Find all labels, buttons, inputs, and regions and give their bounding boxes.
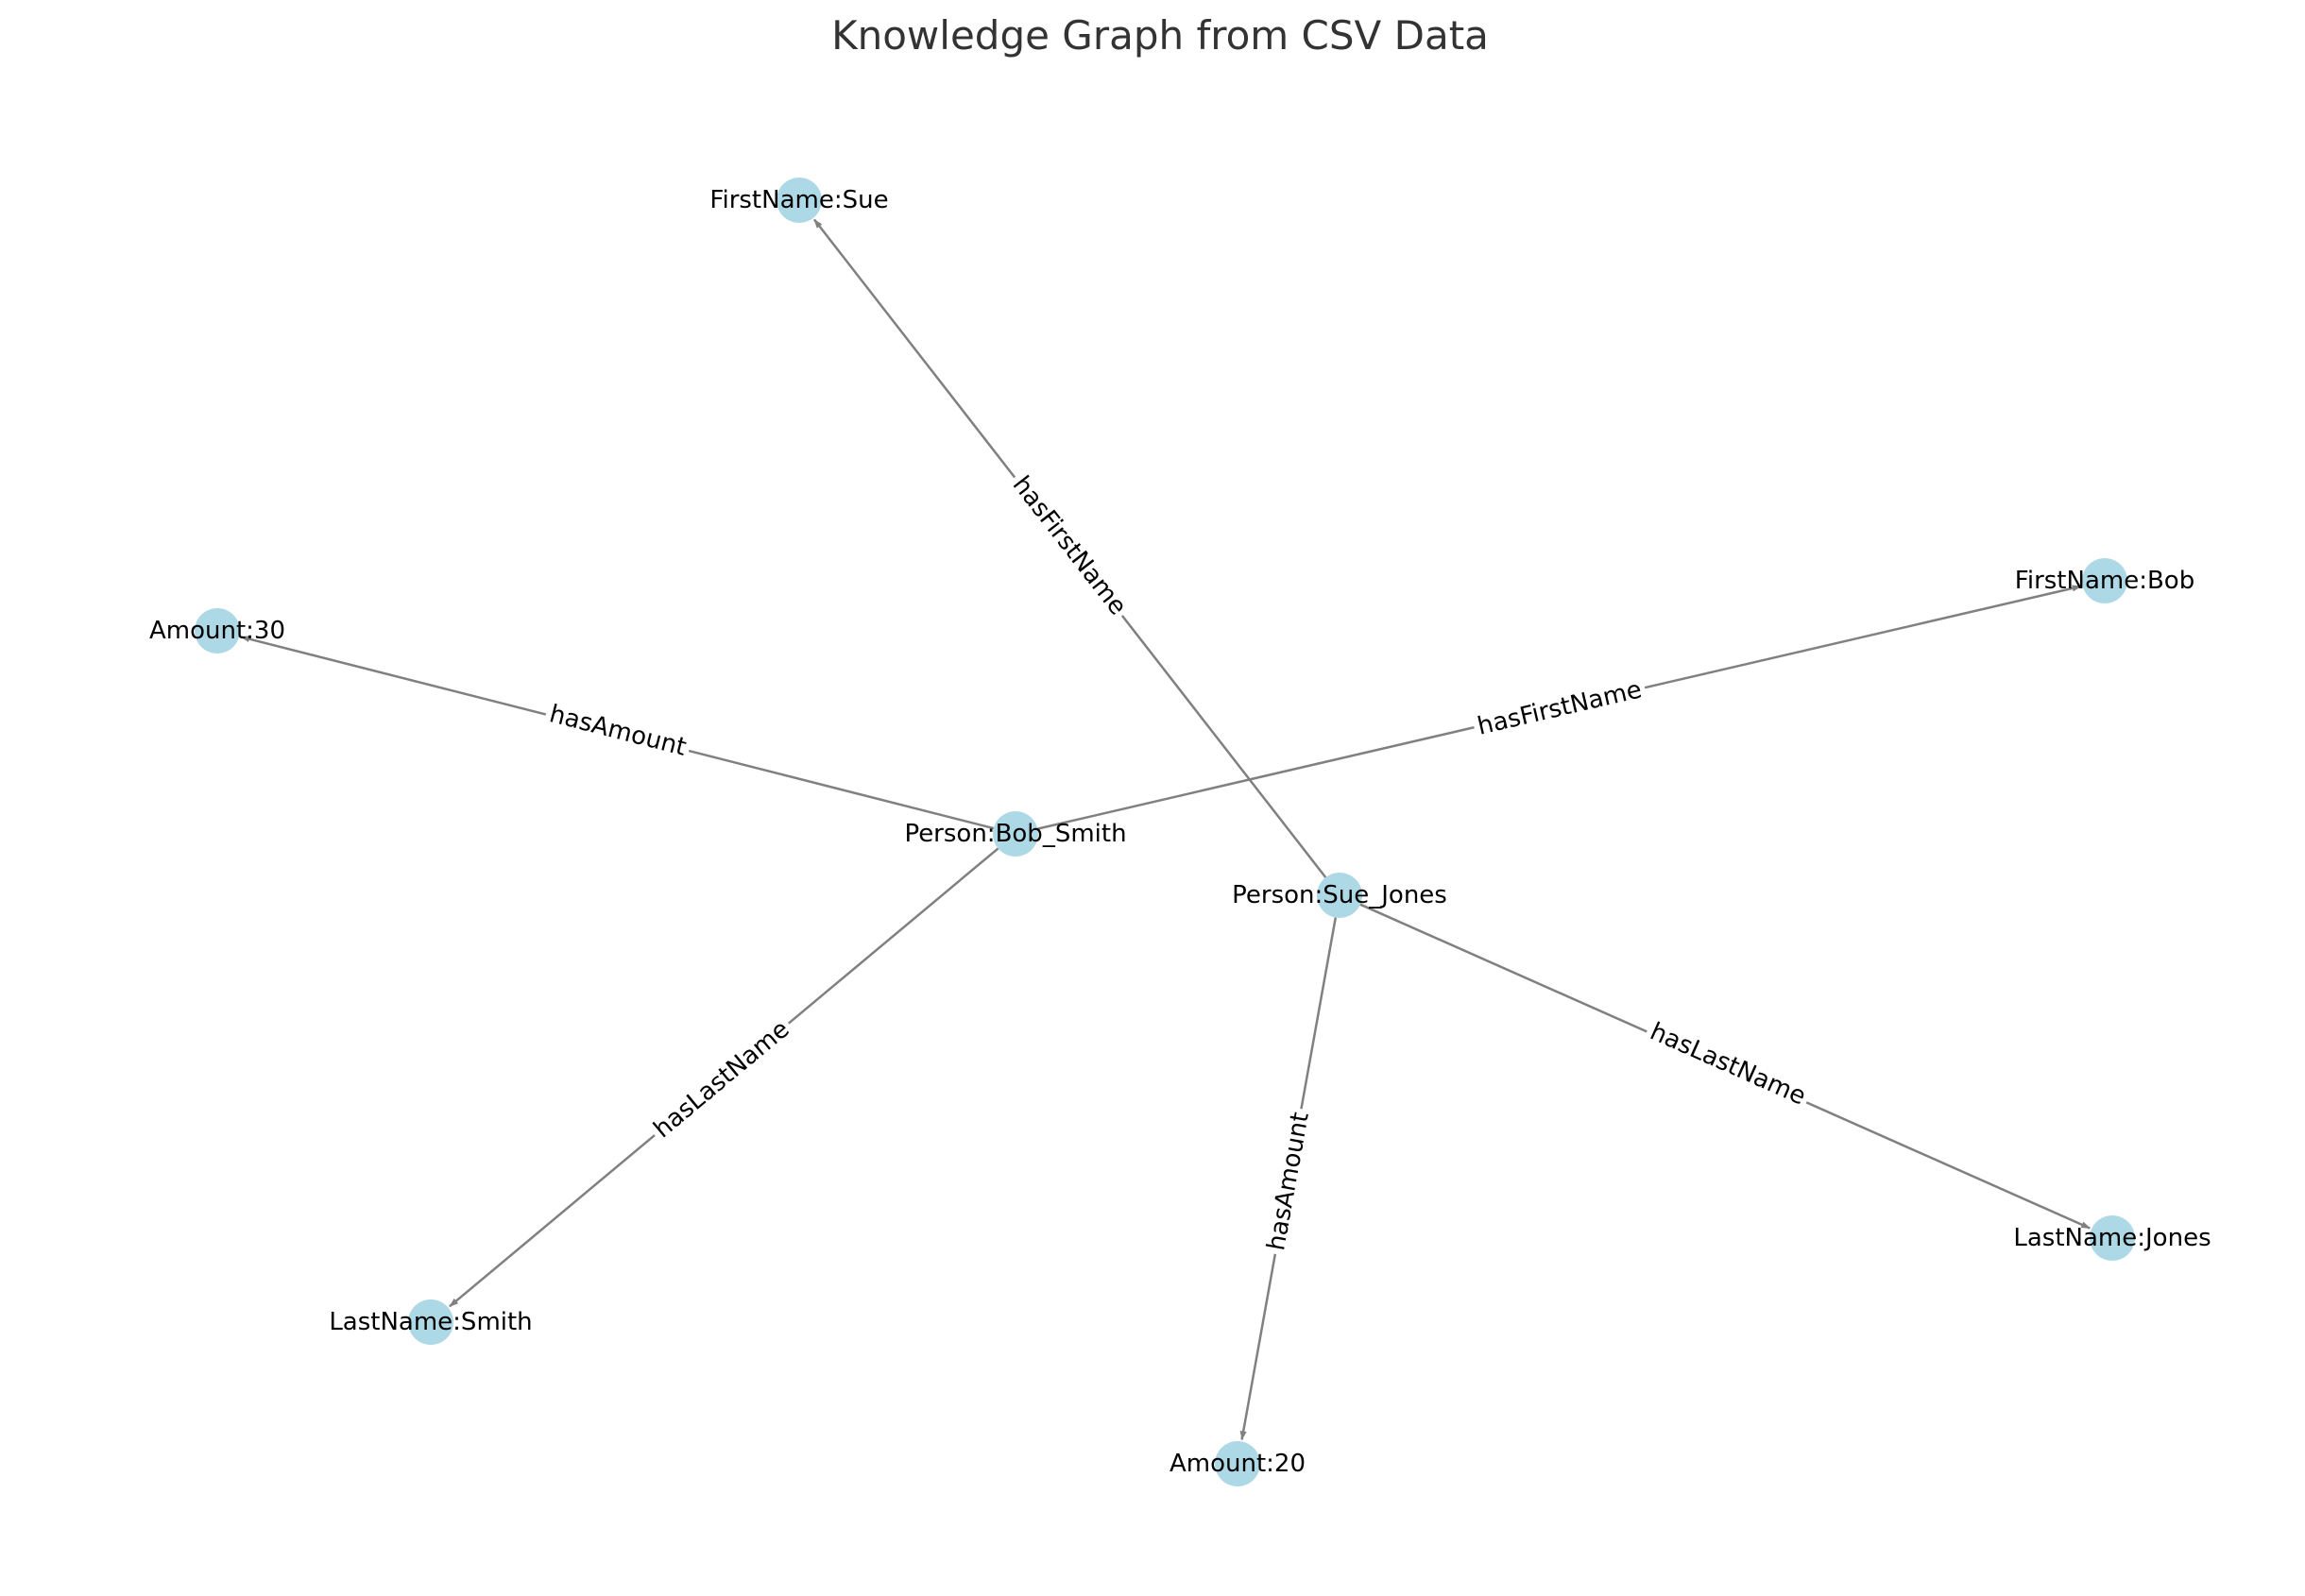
node-label-person-bob-smith: Person:Bob_Smith xyxy=(904,820,1126,848)
node-firstname-bob xyxy=(2082,558,2127,603)
edge-label-hasfirstname: hasFirstName xyxy=(1475,675,1645,740)
edge-label-group: hasFirstName xyxy=(1002,467,1136,625)
edge-label-group: hasAmount xyxy=(1259,1106,1318,1257)
node-lastname-jones xyxy=(2090,1215,2135,1261)
node-amount-20 xyxy=(1215,1441,1260,1486)
edge-label-background xyxy=(542,697,693,765)
edge-label-background xyxy=(644,1010,799,1148)
edge-label-group: hasFirstName xyxy=(1470,672,1649,744)
node-amount-30 xyxy=(195,608,240,654)
edge-label-background xyxy=(1641,1013,1815,1115)
node-label-lastname-smith: LastName:Smith xyxy=(329,1308,532,1336)
edge-label-background xyxy=(1470,672,1649,744)
edge-label-haslastname: hasLastName xyxy=(649,1015,795,1144)
edge-label-hasamount: hasAmount xyxy=(1262,1110,1315,1252)
node-labels-layer: FirstName:SueFirstName:BobAmount:30Perso… xyxy=(149,186,2211,1478)
edge-label-group: hasLastName xyxy=(1641,1013,1815,1115)
node-person-sue-jones xyxy=(1317,873,1362,918)
nodes-layer xyxy=(195,178,2135,1486)
node-label-amount-30: Amount:30 xyxy=(149,617,285,645)
edge-labels-layer: hasFirstName hasFirstName hasAmount hasLast… xyxy=(542,467,1815,1257)
node-firstname-sue xyxy=(777,178,822,223)
edge-label-haslastname: hasLastName xyxy=(1646,1017,1810,1111)
node-lastname-smith xyxy=(408,1299,453,1345)
node-label-person-sue-jones: Person:Sue_Jones xyxy=(1232,881,1447,909)
edge-label-background xyxy=(1259,1106,1318,1257)
node-label-amount-20: Amount:20 xyxy=(1170,1450,1306,1478)
node-label-firstname-bob: FirstName:Bob xyxy=(2015,567,2194,595)
edges-layer xyxy=(240,218,2092,1441)
node-label-lastname-jones: LastName:Jones xyxy=(2013,1224,2211,1252)
edge-label-background xyxy=(1002,467,1136,625)
edge-label-hasfirstname: hasFirstName xyxy=(1007,471,1133,620)
node-person-bob-smith xyxy=(993,811,1038,857)
edge-label-group: hasLastName xyxy=(644,1010,799,1148)
edge-label-hasamount: hasAmount xyxy=(547,700,690,762)
edge-label-group: hasAmount xyxy=(542,697,693,765)
graph-title: Knowledge Graph from CSV Data xyxy=(831,12,1489,59)
node-label-firstname-sue: FirstName:Sue xyxy=(709,186,888,214)
